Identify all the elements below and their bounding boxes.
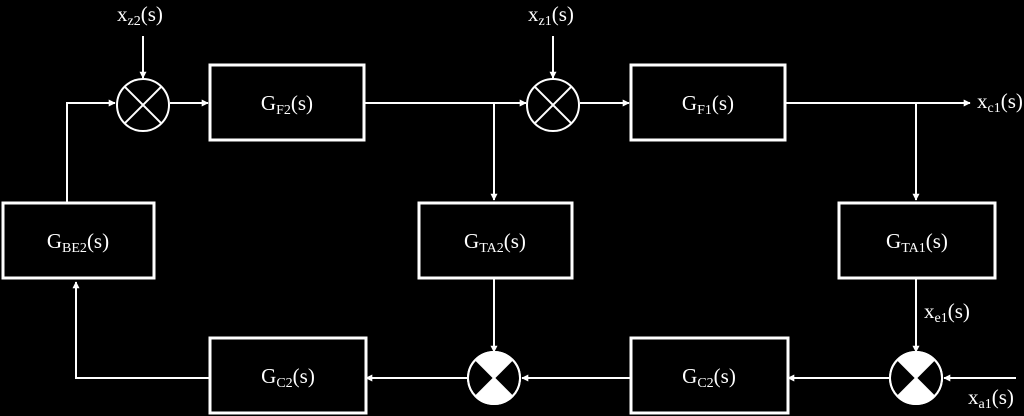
signal-label-xz2: xz2(s) [117,2,163,29]
comparator-junction-3 [467,351,521,405]
signal-label-xe1: xe1(s) [924,299,970,326]
signal-label-xz1: xz1(s) [528,2,574,29]
block-gta2: GTA2(s) [417,201,574,280]
comparator-junction-4 [889,351,943,405]
block-gbe2: GBE2(s) [1,201,156,280]
block-gta1-label: GTA1(s) [886,229,948,256]
block-gf1-label: GF1(s) [682,91,734,118]
block-gc2-left: GC2(s) [208,336,368,415]
block-gta2-label: GTA2(s) [464,229,526,256]
wire-gc2-left-to-gbe2 [72,281,210,379]
block-gf2: GF2(s) [208,63,366,142]
summing-junction-2 [526,78,580,132]
block-gf1: GF1(s) [629,63,787,142]
block-gc2-left-label: GC2(s) [261,364,315,391]
block-gc2-right: GC2(s) [629,336,790,415]
block-gbe2-label: GBE2(s) [47,229,109,256]
signal-wires [66,36,1016,382]
signal-label-xa1: xa1(s) [968,385,1014,412]
block-gta1: GTA1(s) [837,201,997,280]
block-gf2-label: GF2(s) [261,91,313,118]
block-gc2-right-label: GC2(s) [682,364,736,391]
signal-label-xc1: xc1(s) [977,89,1023,116]
wire-gbe2-to-sum1 [66,99,116,203]
summing-junction-1 [116,78,170,132]
